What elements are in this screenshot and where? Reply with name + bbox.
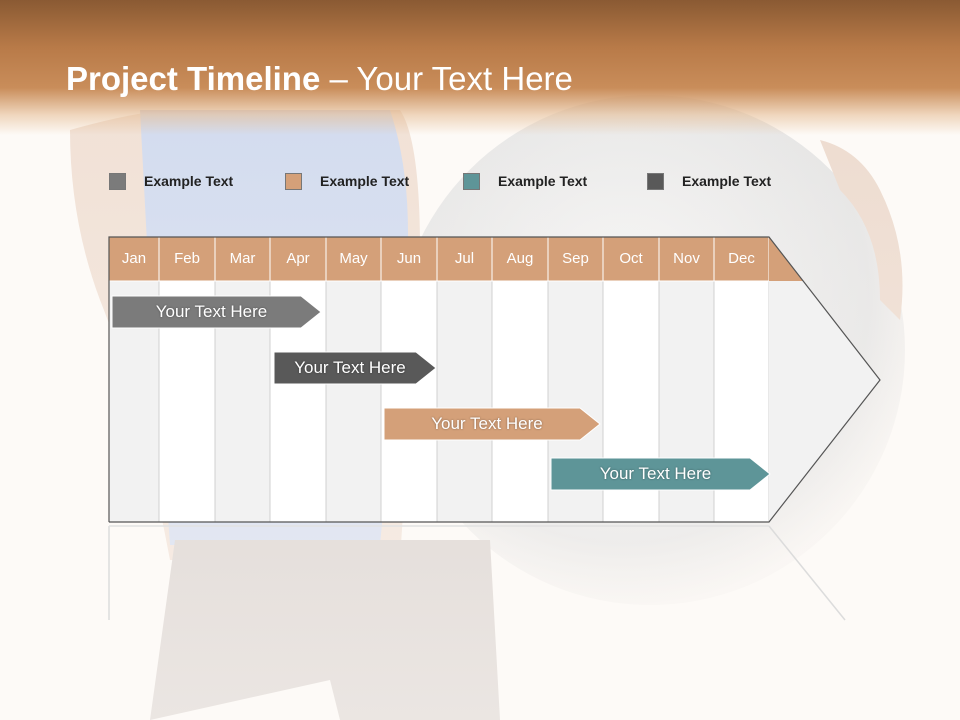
month-label: Mar bbox=[229, 250, 256, 267]
month-header-cell bbox=[602, 236, 660, 282]
legend-swatch bbox=[647, 172, 664, 190]
legend-swatch bbox=[463, 172, 480, 190]
legend-swatch bbox=[285, 172, 302, 190]
task-bar bbox=[111, 295, 322, 329]
arrow-tip bbox=[769, 281, 880, 522]
month-column bbox=[325, 280, 382, 523]
legend-label: Example Text bbox=[682, 173, 772, 189]
month-label: Nov bbox=[673, 250, 700, 267]
month-label: Aug bbox=[506, 250, 534, 267]
task-label: Your Text Here bbox=[155, 302, 268, 321]
legend-item: Example Text bbox=[647, 170, 771, 192]
legend-swatch bbox=[109, 172, 126, 190]
month-label: Apr bbox=[286, 250, 310, 267]
task-bar bbox=[273, 351, 437, 385]
title-rest: – Your Text Here bbox=[320, 60, 573, 97]
legend-label: Example Text bbox=[498, 173, 588, 189]
legend-item: Example Text bbox=[285, 170, 409, 192]
month-label: Oct bbox=[619, 250, 643, 267]
legend-label: Example Text bbox=[144, 173, 234, 189]
month-header-cell bbox=[380, 236, 438, 282]
month-header-cell bbox=[491, 236, 549, 282]
month-header-cell bbox=[658, 236, 715, 282]
month-header-cell bbox=[325, 236, 382, 282]
timeline-outline bbox=[108, 236, 881, 523]
month-header-cell bbox=[713, 236, 770, 282]
month-column bbox=[436, 280, 493, 523]
month-label: May bbox=[339, 250, 368, 267]
month-label: Sep bbox=[562, 250, 589, 267]
title-bold: Project Timeline bbox=[66, 60, 321, 97]
task-label: Your Text Here bbox=[431, 414, 543, 433]
month-label: Jul bbox=[454, 250, 475, 267]
month-header-cell bbox=[547, 236, 604, 282]
month-label: Dec bbox=[728, 250, 755, 267]
month-label: Jun bbox=[396, 250, 422, 267]
page-title: Project Timeline – Your Text Here bbox=[66, 60, 573, 98]
reflection-line bbox=[768, 525, 846, 621]
task-label: Your Text Here bbox=[599, 464, 712, 483]
month-column bbox=[491, 280, 549, 523]
month-header-cell bbox=[269, 236, 327, 282]
task-label: Your Text Here bbox=[294, 358, 406, 377]
task-bar bbox=[550, 457, 771, 491]
header-band bbox=[0, 0, 960, 135]
month-label: Jan bbox=[121, 250, 147, 267]
month-label: Feb bbox=[174, 250, 200, 267]
legend-item: Example Text bbox=[109, 170, 233, 192]
month-header-cell bbox=[436, 236, 493, 282]
task-bar bbox=[383, 407, 601, 441]
legend-label: Example Text bbox=[320, 173, 410, 189]
legend-item: Example Text bbox=[463, 170, 587, 192]
month-column bbox=[380, 280, 438, 523]
